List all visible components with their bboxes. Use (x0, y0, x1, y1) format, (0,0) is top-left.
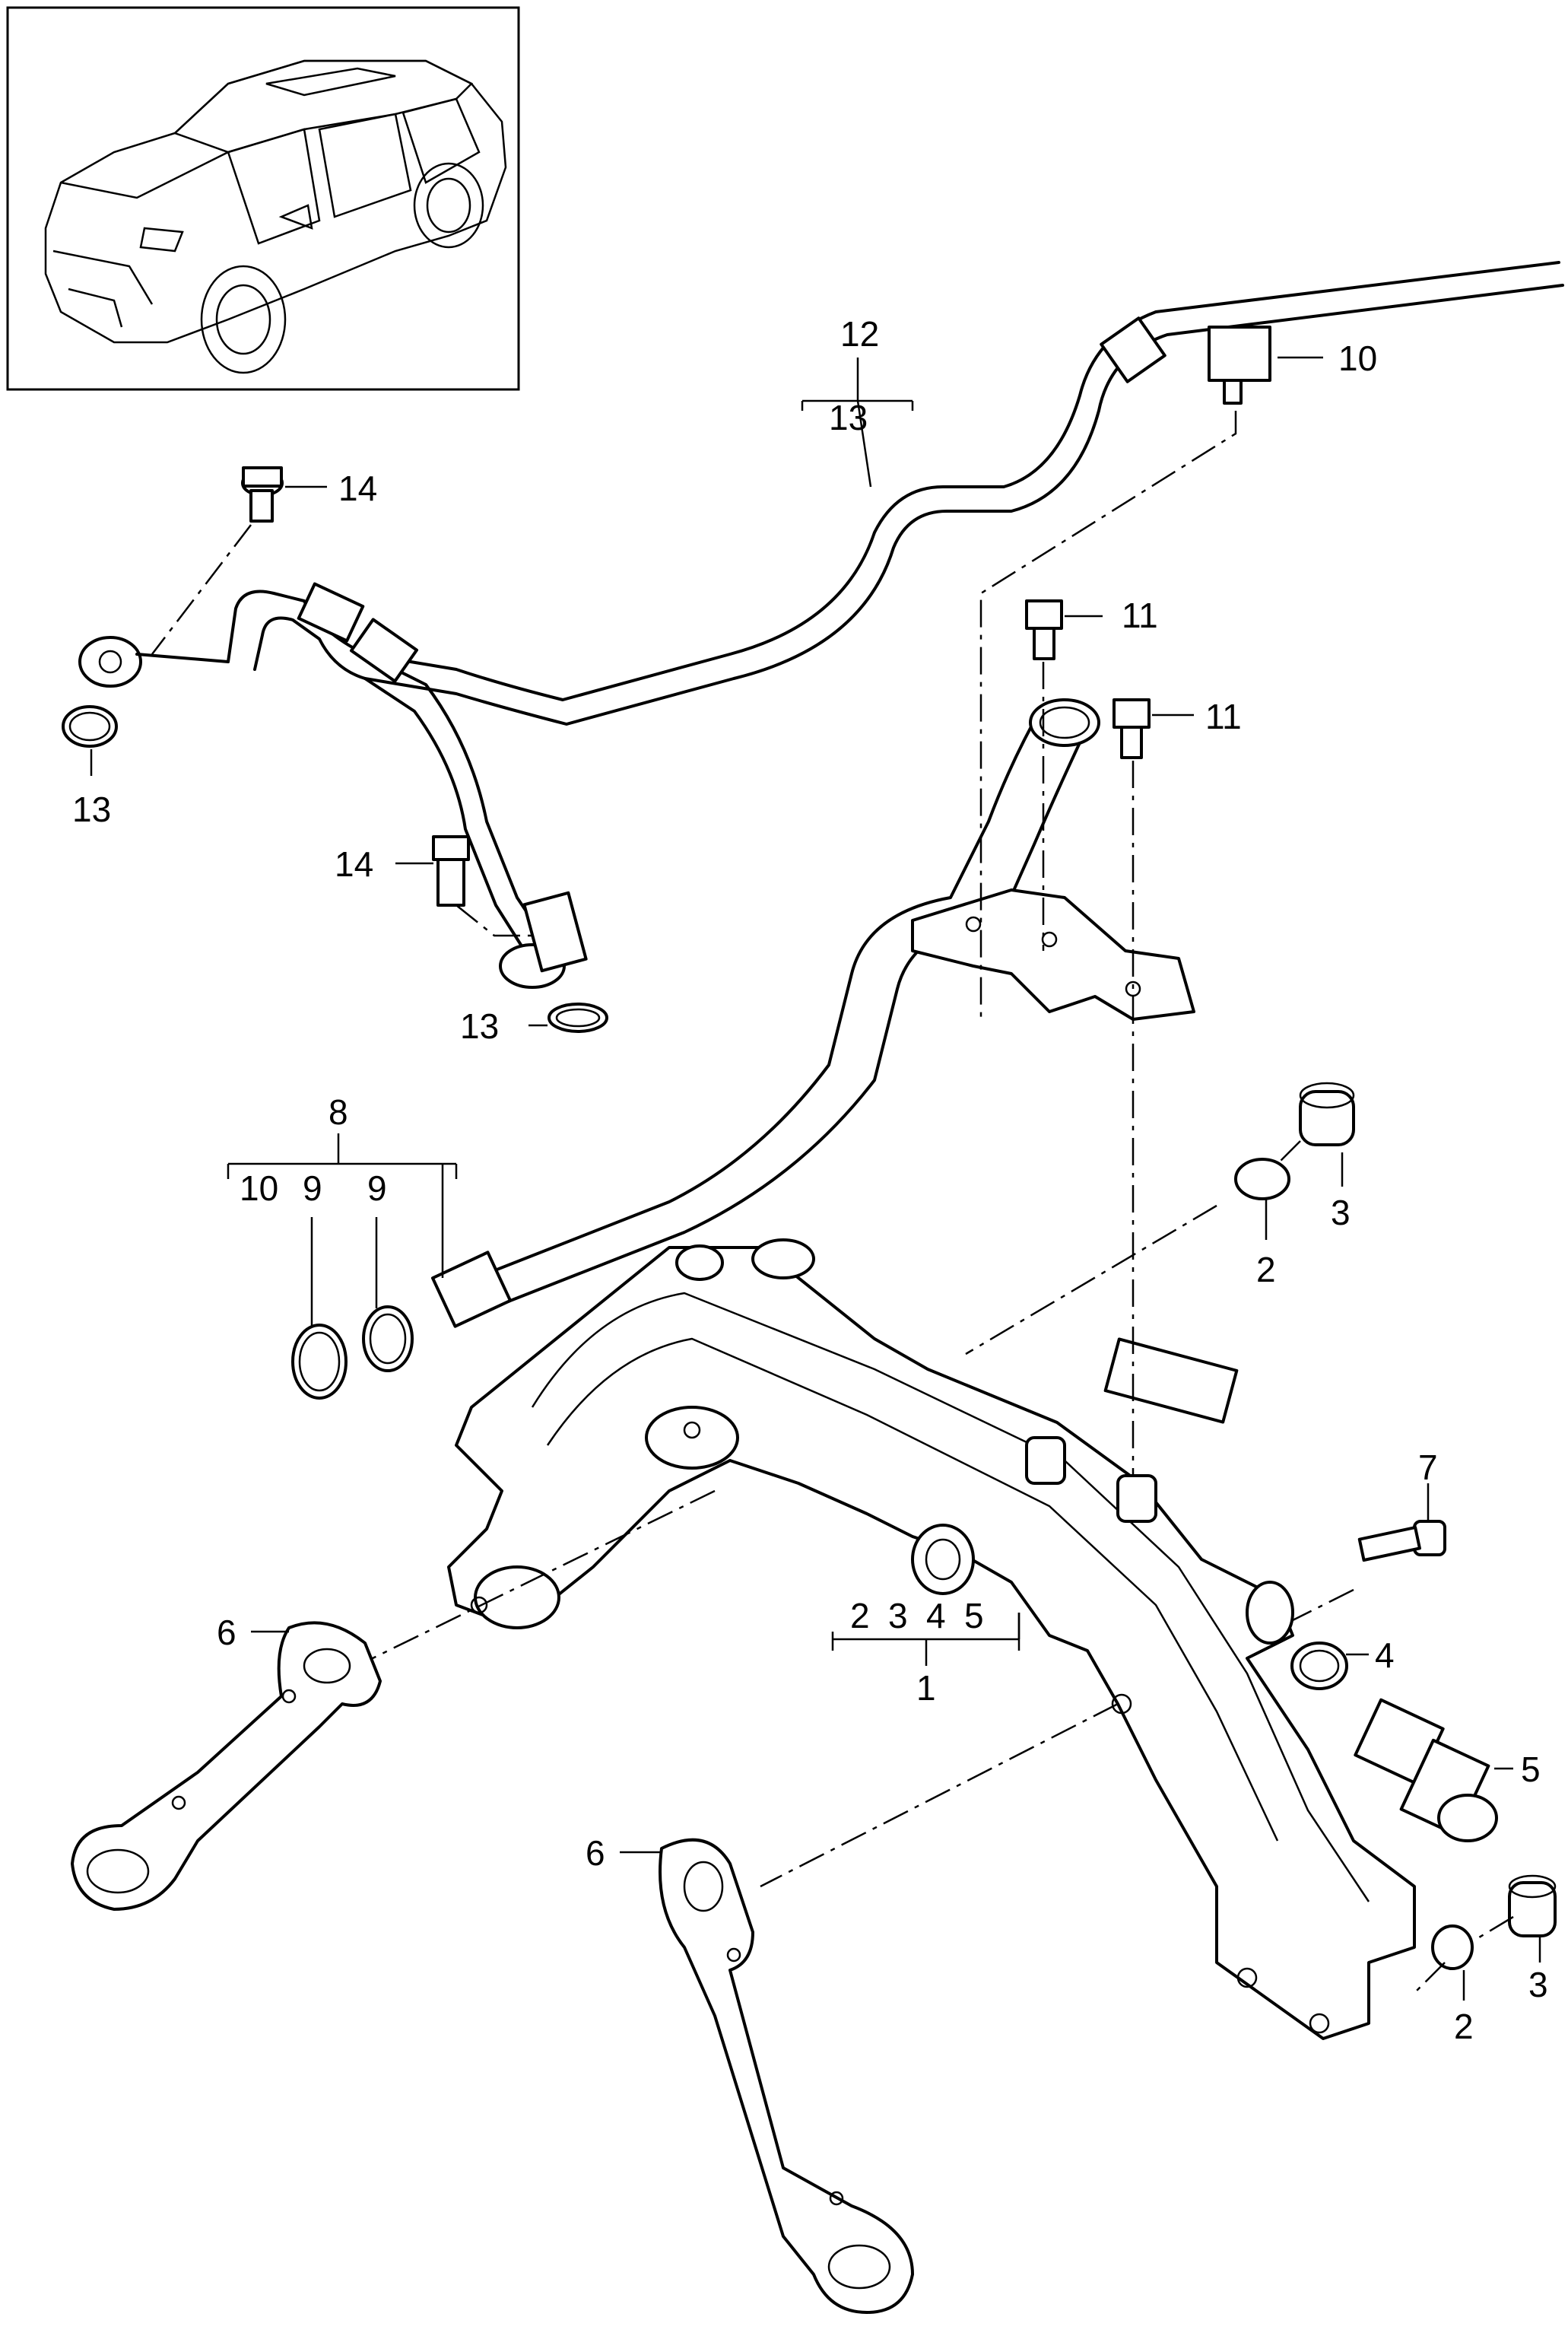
callout-8: 8 (329, 1092, 348, 1132)
plug-3-upper (1299, 1082, 1355, 1146)
coolant-pipe-8 (430, 698, 1195, 1328)
o-ring-13-left (62, 705, 118, 748)
callout-12: 12 (840, 314, 879, 354)
seal-2-upper (1234, 1158, 1290, 1200)
callout-7: 7 (1418, 1448, 1438, 1487)
callout-13: 13 (460, 1006, 499, 1046)
gasket-6-right (659, 1838, 914, 2314)
plug-3-lower (1508, 1874, 1557, 1937)
coolant-hose-assembly (78, 261, 1564, 989)
callout-13: 13 (72, 790, 111, 829)
callout-9: 9 (367, 1168, 387, 1208)
callout-3: 3 (888, 1596, 908, 1635)
callout-1: 1 (916, 1668, 936, 1708)
o-ring-9-left (291, 1324, 348, 1400)
bolt-7 (1357, 1520, 1446, 1562)
callout-3: 3 (1528, 1965, 1548, 2004)
callout-14: 14 (335, 844, 373, 884)
assembly-lines (151, 411, 1514, 1994)
callout-5: 5 (1521, 1750, 1541, 1789)
fitting-5 (1354, 1698, 1498, 1842)
bolt-14-upper (241, 466, 284, 523)
bolt-11-upper (1025, 599, 1063, 660)
callout-13: 13 (829, 398, 868, 437)
leader-lines (90, 356, 1541, 2001)
callout-6: 6 (586, 1833, 605, 1873)
bolt-14-lower (432, 835, 470, 907)
sensor-10 (1208, 326, 1271, 405)
callout-5: 5 (964, 1596, 984, 1635)
callout-14: 14 (338, 469, 377, 508)
callout-11: 11 (1122, 596, 1158, 635)
callout-10: 10 (240, 1168, 278, 1208)
gasket-6-left (71, 1621, 382, 1911)
callout-2: 2 (1454, 2007, 1474, 2046)
callout-6: 6 (217, 1613, 236, 1652)
seal-2-lower (1431, 1924, 1474, 1970)
vehicle-thumbnail (6, 6, 520, 391)
callout-2: 2 (850, 1596, 870, 1635)
callout-3: 3 (1331, 1193, 1351, 1232)
callout-4: 4 (1375, 1635, 1395, 1675)
callout-11: 11 (1205, 697, 1242, 736)
callout-labels: 10 12 13 14 13 11 11 14 13 8 10 9 9 3 2 … (72, 314, 1548, 2046)
coolant-manifold-1 (447, 1238, 1416, 2040)
o-ring-9-right (362, 1305, 414, 1372)
seal-4 (1290, 1642, 1348, 1690)
callout-2: 2 (1256, 1250, 1276, 1289)
bolt-11-lower (1113, 698, 1151, 759)
o-ring-13-lower (548, 1003, 608, 1033)
callout-9: 9 (303, 1168, 322, 1208)
callout-10: 10 (1338, 338, 1377, 378)
callout-4: 4 (926, 1596, 946, 1635)
